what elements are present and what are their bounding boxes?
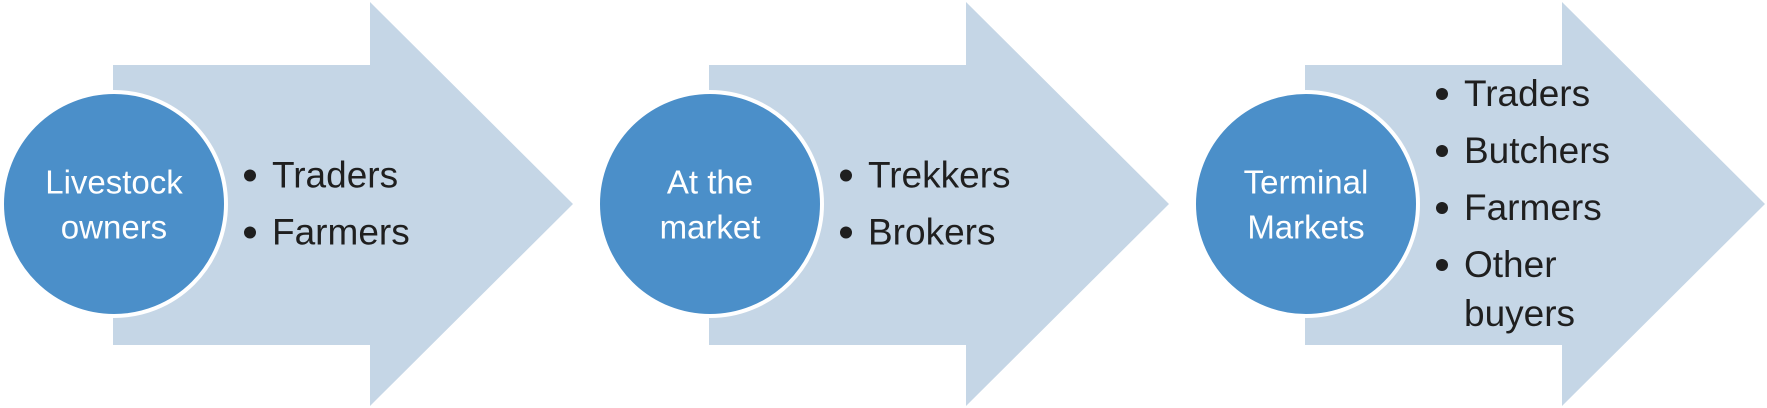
- stage-circle-label-line: Terminal: [1244, 164, 1369, 201]
- stage-circle-label-line: At the: [667, 164, 753, 201]
- bullet-dot: [1436, 88, 1448, 100]
- bullet-item-label: buyers: [1464, 293, 1575, 334]
- bullet-dot: [1436, 259, 1448, 271]
- stage-circle-label-line: Livestock: [45, 164, 183, 201]
- bullet-item-label: Farmers: [272, 212, 410, 253]
- stage-circle-label-line: Markets: [1247, 209, 1364, 246]
- stage-circle: [0, 90, 228, 318]
- stage-circle: [596, 90, 824, 318]
- bullet-item-label: Traders: [272, 155, 398, 196]
- bullet-item-label: Brokers: [868, 212, 995, 253]
- bullet-dot: [840, 169, 852, 182]
- bullet-item: Farmers: [1436, 187, 1602, 228]
- bullet-item: Brokers: [840, 212, 995, 253]
- bullet-dot: [244, 226, 256, 239]
- bullet-dot: [1436, 145, 1448, 157]
- bullet-item-label: Farmers: [1464, 187, 1602, 228]
- stage-circle-label-line: market: [660, 209, 761, 246]
- bullet-dot: [840, 226, 852, 239]
- bullet-item: Trekkers: [840, 155, 1011, 196]
- bullet-item-label: Other: [1464, 244, 1557, 285]
- bullet-item-label: Trekkers: [868, 155, 1011, 196]
- stage-arrow: [1305, 2, 1765, 406]
- bullet-item: Traders: [1436, 73, 1590, 114]
- stage-circle-label-line: owners: [61, 209, 167, 246]
- stage-arrow: [113, 2, 573, 406]
- bullet-item: Butchers: [1436, 130, 1610, 171]
- bullet-item-label: Traders: [1464, 73, 1590, 114]
- bullet-item: Farmers: [244, 212, 410, 253]
- stage-arrow: [709, 2, 1169, 406]
- stage-circle: [1192, 90, 1420, 318]
- bullet-item-label: Butchers: [1464, 130, 1610, 171]
- bullet-item: Traders: [244, 155, 398, 196]
- bullet-dot: [244, 169, 256, 182]
- bullet-dot: [1436, 202, 1448, 214]
- bullet-item: Other buyers: [1436, 244, 1575, 334]
